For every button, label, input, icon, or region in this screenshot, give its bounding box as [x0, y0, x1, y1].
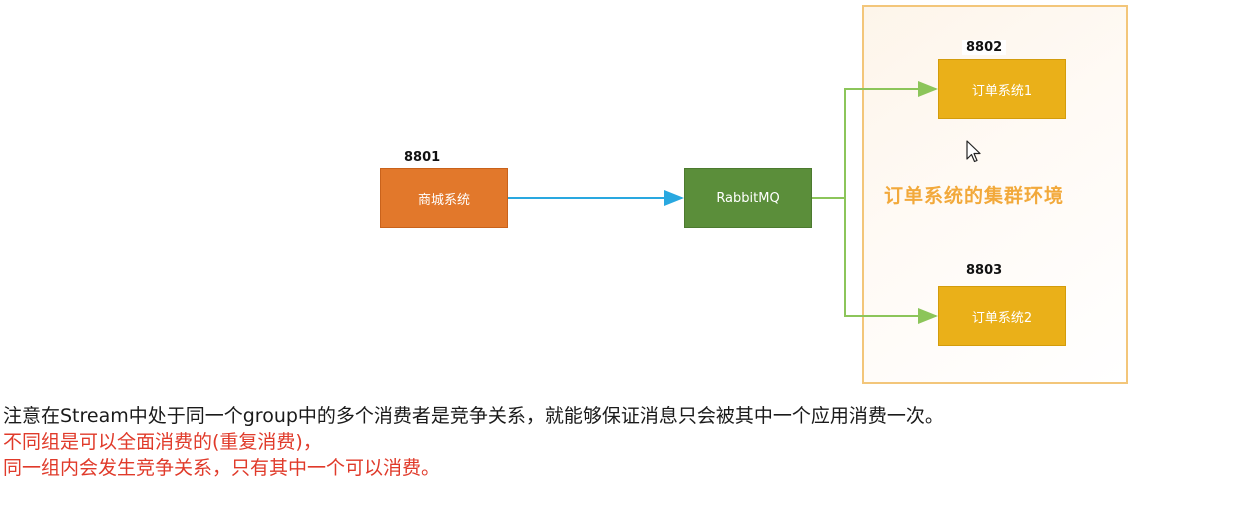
rabbitmq-label: RabbitMQ [716, 190, 780, 206]
mouse-pointer-icon [966, 140, 981, 163]
broker-to-order1-arrow [812, 81, 938, 199]
order-system-1-label: 订单系统1 [971, 83, 1033, 99]
note-competition-rule: 注意在Stream中处于同一个group中的多个消费者是竞争关系，就能够保证消息… [3, 405, 944, 427]
note-same-group: 同一组内会发生竞争关系，只有其中一个可以消费。 [3, 457, 441, 479]
mall-system-box: 商城系统 [380, 168, 508, 228]
notes-section: 注意在Stream中处于同一个group中的多个消费者是竞争关系，就能够保证消息… [3, 403, 944, 481]
mall-port-label: 8801 [404, 150, 441, 165]
broker-to-order2-arrow [844, 198, 938, 324]
order1-port-label: 8802 [962, 40, 1007, 55]
order-system-2-label: 订单系统2 [971, 310, 1033, 326]
order-system-1-box: 订单系统1 [938, 59, 1066, 119]
connection-arrows [508, 81, 938, 324]
message-flow-diagram: 8801 商城系统 RabbitMQ 8802 订单系统1 订单系统的集群环境 … [380, 5, 1128, 384]
order2-port-label: 8803 [966, 263, 1003, 278]
cluster-title: 订单系统的集群环境 [884, 185, 1065, 207]
note-different-groups: 不同组是可以全面消费的(重复消费)， [3, 431, 322, 453]
mall-system-label: 商城系统 [417, 192, 470, 208]
rabbitmq-box: RabbitMQ [684, 168, 812, 228]
order-system-2-box: 订单系统2 [938, 286, 1066, 346]
